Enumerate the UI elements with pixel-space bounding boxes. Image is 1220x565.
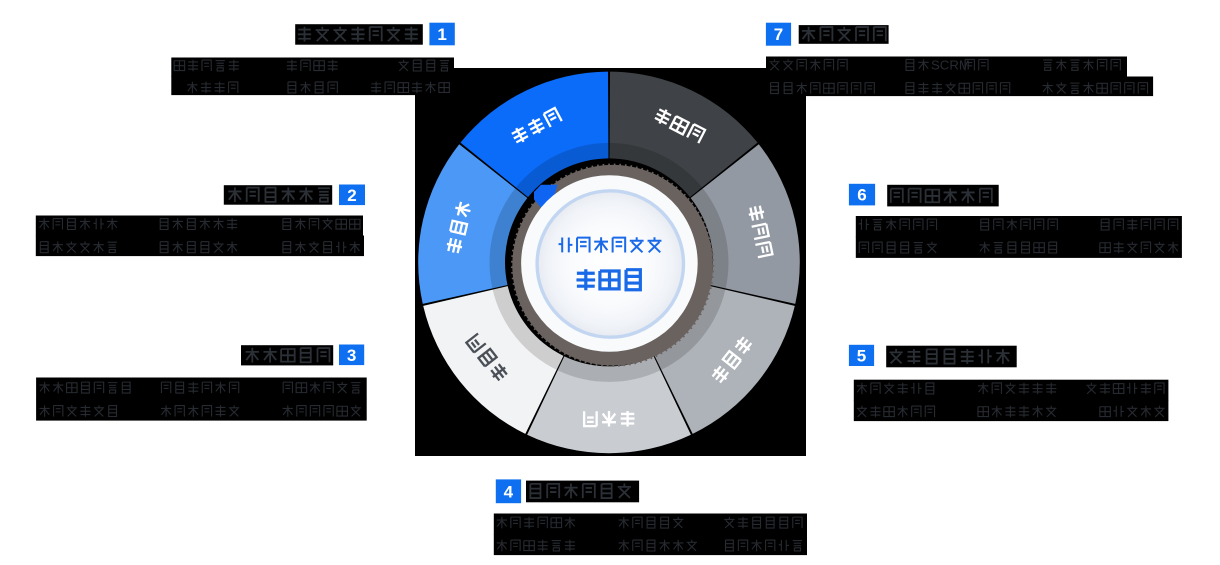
svg-text:5: 5 [857, 346, 866, 365]
svg-text:4: 4 [504, 482, 514, 501]
svg-text:3: 3 [347, 346, 356, 365]
svg-text:7: 7 [774, 25, 783, 44]
svg-text:2: 2 [347, 186, 356, 205]
svg-text:1: 1 [437, 25, 446, 44]
svg-text:6: 6 [857, 186, 866, 205]
svg-text:SCRM: SCRM [931, 58, 970, 73]
